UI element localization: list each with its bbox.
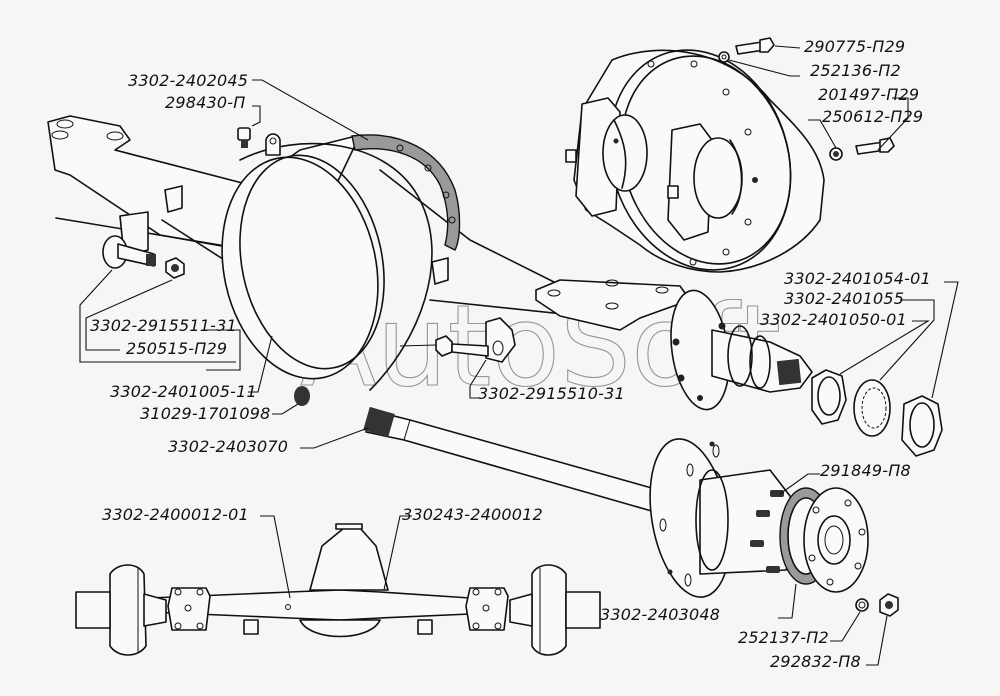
label-lock-washer: 3302-2401055: [784, 289, 904, 308]
label-hub-stud: 291849-П8: [820, 461, 911, 480]
label-rear-axle-assembly: 3302-2400012-01: [102, 505, 249, 524]
hub-washer[interactable]: [855, 598, 869, 612]
drain-plug[interactable]: [294, 386, 310, 406]
cover-bolt[interactable]: [735, 37, 775, 55]
cover-washer[interactable]: [718, 51, 730, 63]
label-axle-shaft: 3302-2403070: [168, 437, 288, 456]
label-cover-bolt: 290775-П29: [804, 37, 905, 56]
label-rear-axle-assembly-alt: 330243-2400012: [402, 505, 543, 524]
label-shock-nut-left: 250515-П29: [126, 339, 227, 358]
lock-washer[interactable]: [853, 379, 891, 437]
label-hub-nut: 292832-П8: [770, 652, 861, 671]
label-axle-housing: 3302-2401005-11: [110, 382, 257, 401]
outer-nut[interactable]: [901, 395, 943, 457]
carrier-stud[interactable]: [855, 137, 895, 155]
label-shock-bolt-left: 3302-2915511-31: [90, 316, 237, 335]
axle-shaft[interactable]: [363, 406, 667, 515]
label-carrier-washer: 250612-П29: [822, 107, 923, 126]
label-hub-washer: 252137-П2: [738, 628, 829, 647]
axle-housing[interactable]: [47, 115, 813, 413]
label-breather: 298430-П: [165, 93, 245, 112]
inner-nut[interactable]: [811, 369, 847, 425]
shock-bolt-left[interactable]: [102, 211, 156, 269]
breather[interactable]: [237, 127, 251, 148]
carrier-nut[interactable]: [829, 147, 843, 161]
label-cover-washer: 252136-П2: [810, 61, 901, 80]
label-housing-cover-gasket: 3302-2402045: [128, 71, 248, 90]
label-shock-bolt-right: 3302-2915510-31: [478, 384, 625, 403]
wheel-hub[interactable]: [639, 433, 869, 604]
label-inner-nut: 3302-2401050-01: [760, 310, 907, 329]
label-hub-gasket: 3302-2403048: [600, 605, 720, 624]
differential-carrier[interactable]: [565, 26, 825, 293]
rear-axle-assembly[interactable]: [75, 523, 601, 656]
hub-nut[interactable]: [879, 593, 899, 617]
shock-nut-left[interactable]: [165, 257, 185, 279]
shock-bolt-right[interactable]: [399, 335, 489, 357]
label-outer-nut: 3302-2401054-01: [784, 269, 931, 288]
label-carrier-nut: 201497-П29: [818, 85, 919, 104]
label-drain-plug: 31029-1701098: [140, 404, 271, 423]
